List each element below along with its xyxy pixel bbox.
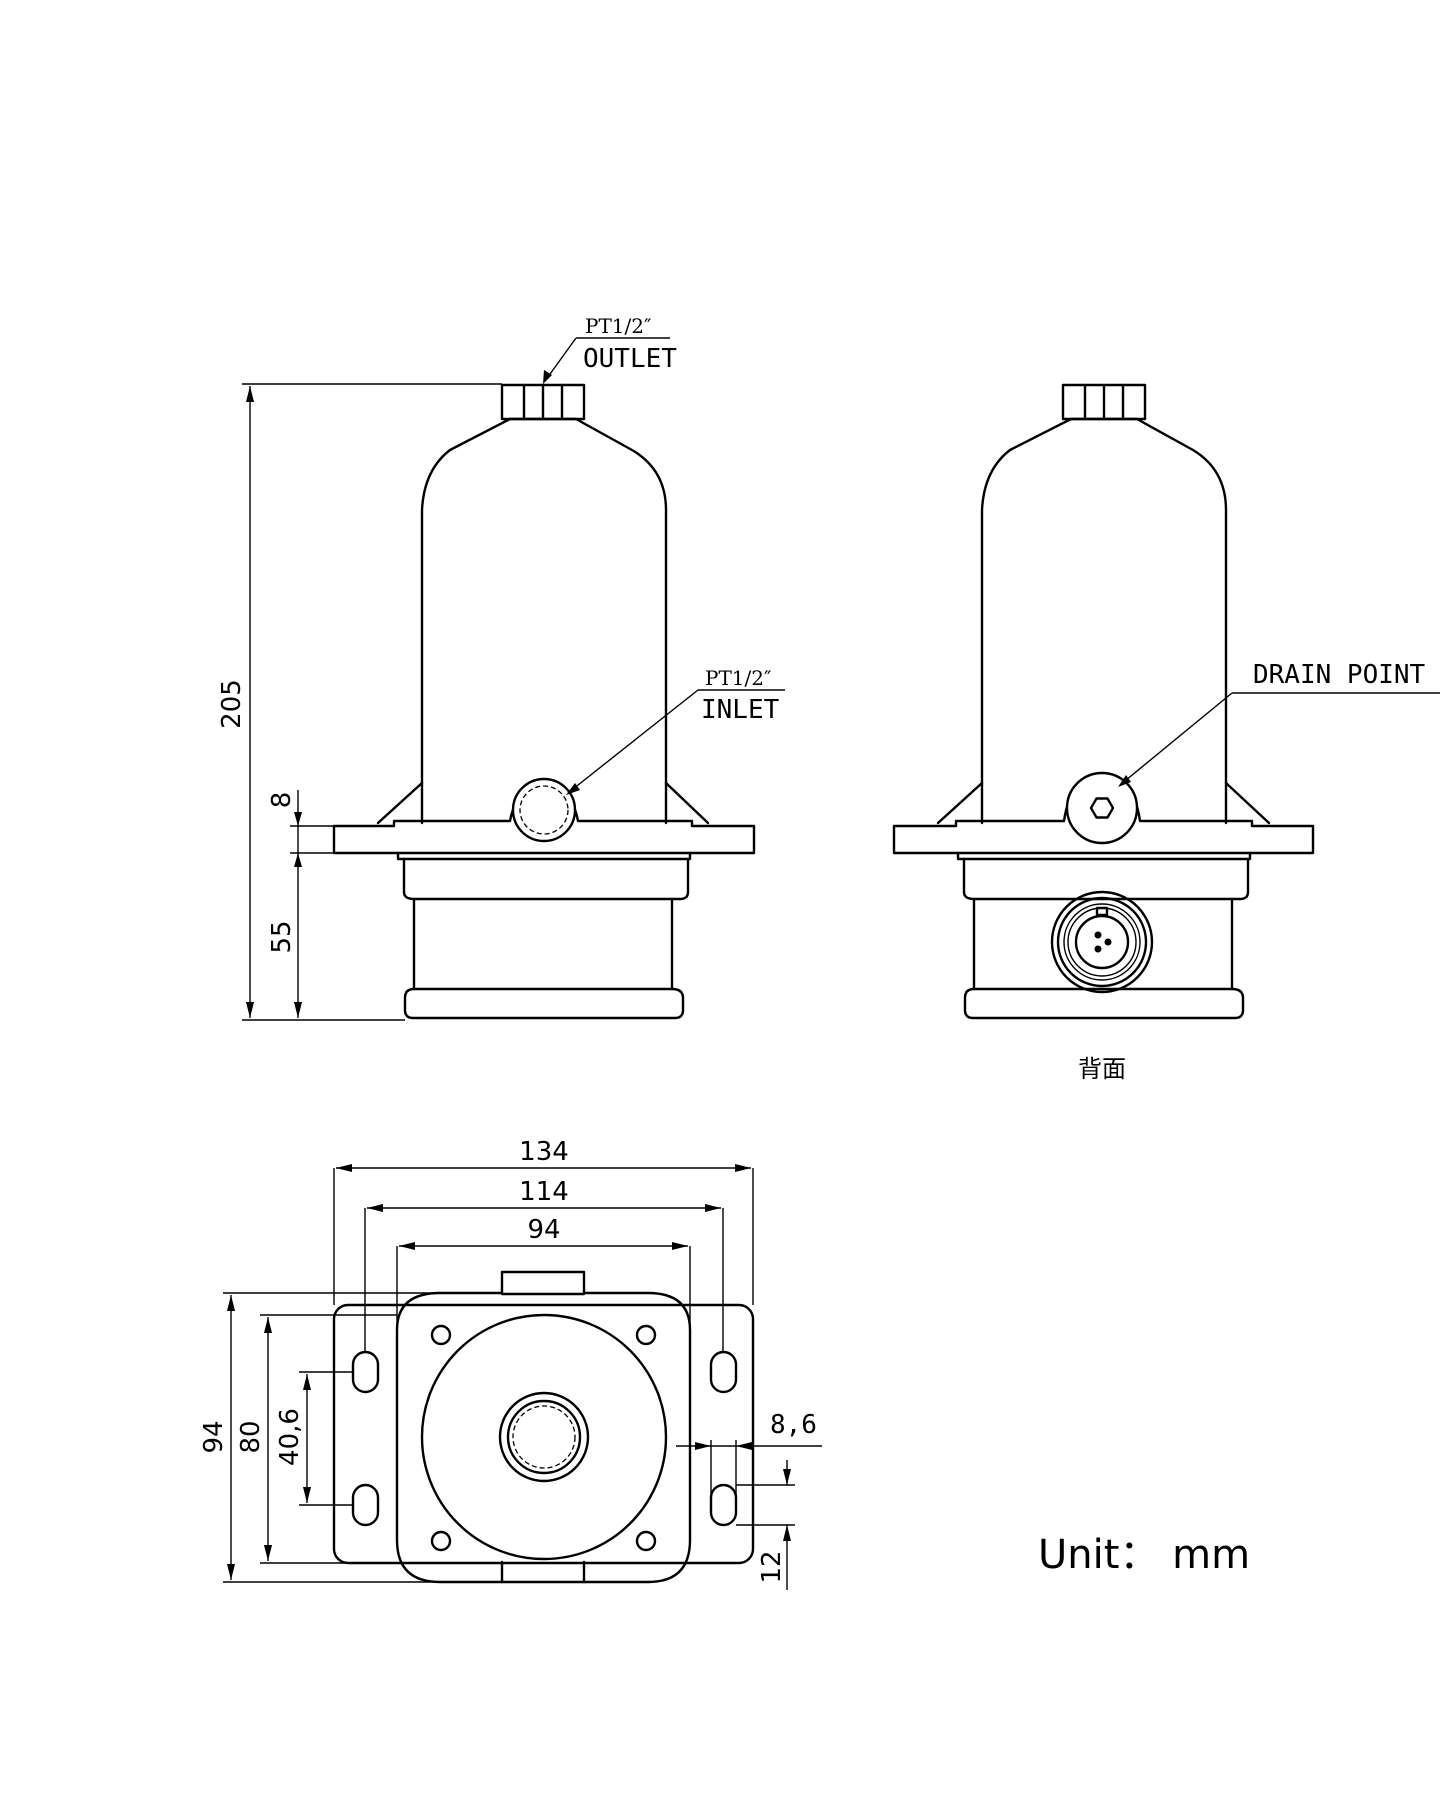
mounting-slot (351, 1483, 380, 1527)
back-base-foot (963, 987, 1245, 1020)
base-foot (403, 987, 685, 1020)
bowl-outline (420, 1313, 668, 1561)
outlet-label: OUTLET (583, 344, 677, 374)
base-body (412, 897, 674, 991)
square-housing (395, 1291, 692, 1584)
unit-note: Unit： mm (1038, 1532, 1250, 1578)
dim-width-134: 134 (519, 1137, 569, 1167)
mounting-slot (709, 1350, 738, 1394)
bolt-hole (635, 1324, 657, 1346)
back-view: DRAIN POINT 背面 (892, 383, 1440, 1083)
dim-width-114: 114 (519, 1177, 569, 1207)
dim-width-94: 94 (527, 1215, 560, 1245)
filter-bowl (420, 417, 668, 825)
mounting-slot (351, 1350, 380, 1394)
bolt-hole (635, 1530, 657, 1552)
bolt-hole (430, 1530, 452, 1552)
back-base-body (972, 897, 1234, 991)
outlet-thread-label: PT1/2″ (585, 314, 651, 338)
base-collar (402, 857, 690, 901)
bolt-hole (430, 1324, 452, 1346)
dim-height-94: 94 (199, 1420, 229, 1453)
hex-socket-icon (1089, 797, 1115, 819)
top-outlet-stub (500, 1270, 586, 1296)
dim-flange: 8 (267, 792, 297, 809)
base-plate (332, 1303, 755, 1565)
inlet-thread-label: PT1/2″ (705, 666, 771, 690)
dim-height-80: 80 (236, 1420, 266, 1453)
front-view: PT1/2″ OUTLET PT1/2″ INLET 205 8 55 (217, 314, 785, 1021)
dim-slot-8-6: 8,6 (770, 1410, 817, 1440)
electrical-connector (1050, 890, 1154, 994)
top-view: 134 114 94 94 80 40,6 (199, 1137, 822, 1590)
dim-total-height: 205 (217, 679, 247, 729)
dim-base: 55 (267, 920, 297, 953)
back-filter-bowl (980, 417, 1228, 825)
dim-height-40-6: 40,6 (275, 1408, 305, 1466)
inlet-port (511, 777, 577, 843)
dim-slot-12: 12 (757, 1550, 787, 1583)
inlet-label: INLET (701, 695, 780, 725)
back-view-caption: 背面 (1078, 1055, 1126, 1083)
drain-point-label: DRAIN POINT (1253, 660, 1426, 690)
center-port (498, 1391, 590, 1483)
drain-plug (1065, 771, 1139, 845)
mounting-slot (709, 1483, 738, 1527)
